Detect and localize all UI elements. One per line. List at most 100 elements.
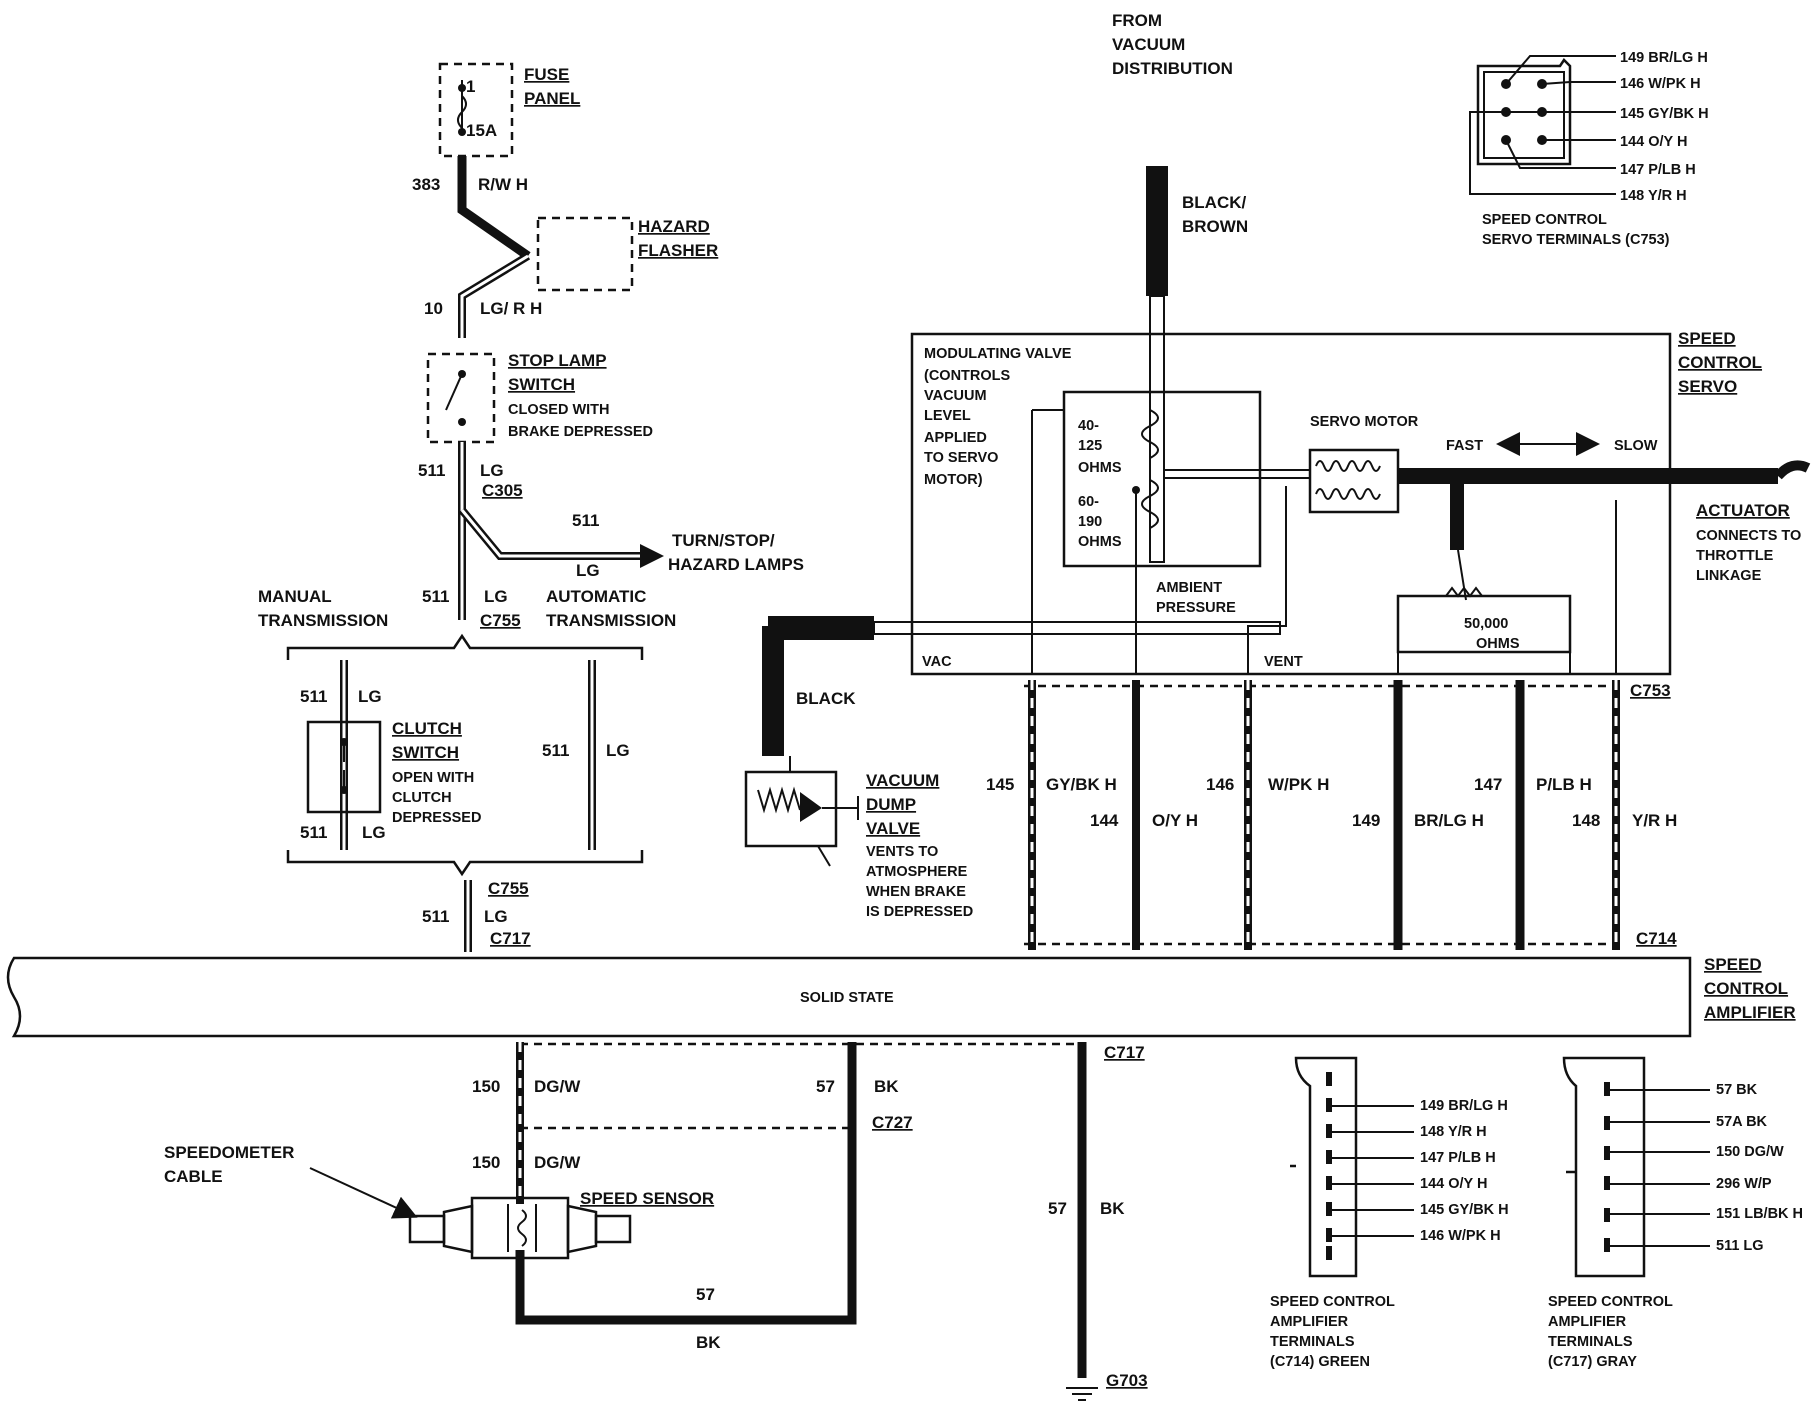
vacuum-dump-valve: BLACK VACUUM DUMP VALVE VENTS TO ATMOSPH…	[744, 616, 1281, 920]
wire-511-color-c: LG	[484, 587, 508, 606]
wire-10-number: 10	[424, 299, 443, 318]
actuator-note-2: THROTTLE	[1696, 548, 1774, 564]
speedometer-cable-label-2: CABLE	[164, 1167, 223, 1186]
connector-c753: C753	[1630, 681, 1671, 700]
hazard-flasher-title: HAZARD	[638, 217, 710, 236]
c714-pin-149: 149 BR/LG H	[1420, 1098, 1508, 1114]
c714-caption-2: AMPLIFIER	[1270, 1314, 1349, 1330]
resistor-label-2: OHMS	[1476, 636, 1520, 652]
c717-caption: SPEED CONTROL	[1548, 1294, 1673, 1310]
servo-pin-146: 146 W/PK H	[1620, 76, 1701, 92]
wire-57-number-c: 57	[696, 1285, 715, 1304]
manual-transmission-label-2: TRANSMISSION	[258, 611, 388, 630]
servo-pin-149: 149 BR/LG H	[1620, 50, 1708, 66]
vent-label: VENT	[1264, 654, 1303, 670]
wire-511-number-d: 511	[300, 687, 327, 706]
clutch-switch-title: CLUTCH	[392, 719, 462, 738]
wire-511-number-a: 511	[418, 461, 445, 480]
ground-g703: G703	[1106, 1371, 1148, 1390]
wire-511-color-e: LG	[362, 823, 386, 842]
modulating-valve-label-4: LEVEL	[924, 408, 971, 424]
wire-511-to-amplifier: C755 511 LG C717	[422, 879, 531, 952]
transmission-branch: MANUAL TRANSMISSION AUTOMATIC TRANSMISSI…	[258, 587, 676, 877]
modulating-valve-label: MODULATING VALVE	[924, 346, 1072, 362]
amplifier-title: SPEED	[1704, 955, 1762, 974]
wire-57-color-c: BK	[696, 1333, 721, 1352]
coil1-label-2: 125	[1078, 438, 1102, 454]
vacuum-dump-note-4: IS DEPRESSED	[866, 904, 973, 920]
clutch-switch-note-3: DEPRESSED	[392, 810, 481, 826]
c714-pin-148: 148 Y/R H	[1420, 1124, 1487, 1140]
lower-wiring: 150 DG/W 150 DG/W 57 BK C727 C717 57 BK …	[472, 1042, 1148, 1401]
servo-motor-label: SERVO MOTOR	[1310, 414, 1419, 430]
wire-10: 10 LG/ R H	[424, 252, 542, 338]
stop-lamp-switch-note: CLOSED WITH	[508, 402, 610, 418]
servo-terminals-caption: SPEED CONTROL	[1482, 212, 1607, 228]
stop-lamp-switch-title-2: SWITCH	[508, 375, 575, 394]
c717-pin-57: 57 BK	[1716, 1082, 1758, 1098]
from-vacuum-label: FROM	[1112, 11, 1162, 30]
wire-383-color: R/W H	[478, 175, 528, 194]
servo-terminals-view: 149 BR/LG H 146 W/PK H 145 GY/BK H 144 O…	[1469, 50, 1709, 248]
connector-c305: C305	[482, 481, 523, 500]
automatic-transmission-label-2: TRANSMISSION	[546, 611, 676, 630]
turn-stop-hazard-label-2: HAZARD LAMPS	[668, 555, 804, 574]
connector-c717-bottom: C717	[1104, 1043, 1145, 1062]
slow-label: SLOW	[1614, 438, 1658, 454]
c717-caption-4: (C717) GRAY	[1548, 1354, 1637, 1370]
wire-57-number-b: 57	[1048, 1199, 1067, 1218]
speed-sensor: SPEED SENSOR SPEEDOMETER CABLE	[164, 1143, 714, 1260]
wire-57-color-b: BK	[1100, 1199, 1125, 1218]
c714-caption-4: (C714) GREEN	[1270, 1354, 1370, 1370]
black-hose-label: BLACK	[796, 689, 856, 708]
wire-144-color: O/Y H	[1152, 811, 1198, 830]
c714-pin-146: 146 W/PK H	[1420, 1228, 1501, 1244]
fuse-pin-label: 1	[466, 77, 475, 96]
vac-label: VAC	[922, 654, 952, 670]
servo-title-2: CONTROL	[1678, 353, 1762, 372]
wire-511-number-f: 511	[542, 741, 569, 760]
c717-pin-296: 296 W/P	[1716, 1176, 1772, 1192]
connector-c755-bottom: C755	[488, 879, 529, 898]
manual-transmission-label: MANUAL	[258, 587, 332, 606]
wire-148-number: 148	[1572, 811, 1600, 830]
servo-pin-147: 147 P/LB H	[1620, 162, 1696, 178]
actuator-title: ACTUATOR	[1696, 501, 1790, 520]
wire-147-color: P/LB H	[1536, 775, 1592, 794]
stop-lamp-switch-title: STOP LAMP	[508, 351, 607, 370]
wire-511-color-b: LG	[576, 561, 600, 580]
servo-pin-148: 148 Y/R H	[1620, 188, 1687, 204]
amp-c714-terminals-view: 149 BR/LG H 148 Y/R H 147 P/LB H 144 O/Y…	[1270, 1056, 1509, 1370]
amplifier-solid-state-label: SOLID STATE	[800, 990, 894, 1006]
servo-terminals-caption-2: SERVO TERMINALS (C753)	[1482, 232, 1670, 248]
modulating-valve-label-2: (CONTROLS	[924, 368, 1011, 384]
speedometer-cable-label: SPEEDOMETER	[164, 1143, 294, 1162]
wire-145-color: GY/BK H	[1046, 775, 1117, 794]
wire-150-color-a: DG/W	[534, 1077, 581, 1096]
wire-145-number: 145	[986, 775, 1014, 794]
connector-c755-top: C755	[480, 611, 521, 630]
amp-c717-terminals-view: 57 BK 57A BK 150 DG/W 296 W/P 151 LB/BK …	[1548, 1056, 1803, 1370]
from-vacuum-label-2: VACUUM	[1112, 35, 1185, 54]
c714-pin-147: 147 P/LB H	[1420, 1150, 1496, 1166]
c714-pin-145: 145 GY/BK H	[1420, 1202, 1509, 1218]
actuator-note: CONNECTS TO	[1696, 528, 1801, 544]
clutch-switch-note: OPEN WITH	[392, 770, 474, 786]
wire-144-number: 144	[1090, 811, 1119, 830]
automatic-transmission-label: AUTOMATIC	[546, 587, 646, 606]
modulating-valve-label-5: APPLIED	[924, 430, 987, 446]
black-brown-label-2: BROWN	[1182, 217, 1248, 236]
hazard-flasher-title-2: FLASHER	[638, 241, 718, 260]
wire-150-number-a: 150	[472, 1077, 500, 1096]
servo-harness: C753 C714 145 GY/BK H 144 O/Y H 146 W/PK…	[986, 680, 1677, 950]
turn-stop-hazard-label: TURN/STOP/	[672, 531, 775, 550]
c717-pin-150: 150 DG/W	[1716, 1144, 1784, 1160]
clutch-switch: CLUTCH SWITCH OPEN WITH CLUTCH DEPRESSED	[306, 719, 481, 826]
c717-pin-151: 151 LB/BK H	[1716, 1206, 1803, 1222]
wire-10-color: LG/ R H	[480, 299, 542, 318]
from-vacuum-label-3: DISTRIBUTION	[1112, 59, 1233, 78]
wire-150-color-b: DG/W	[534, 1153, 581, 1172]
c714-pin-144: 144 O/Y H	[1420, 1176, 1487, 1192]
vacuum-dump-note-3: WHEN BRAKE	[866, 884, 966, 900]
